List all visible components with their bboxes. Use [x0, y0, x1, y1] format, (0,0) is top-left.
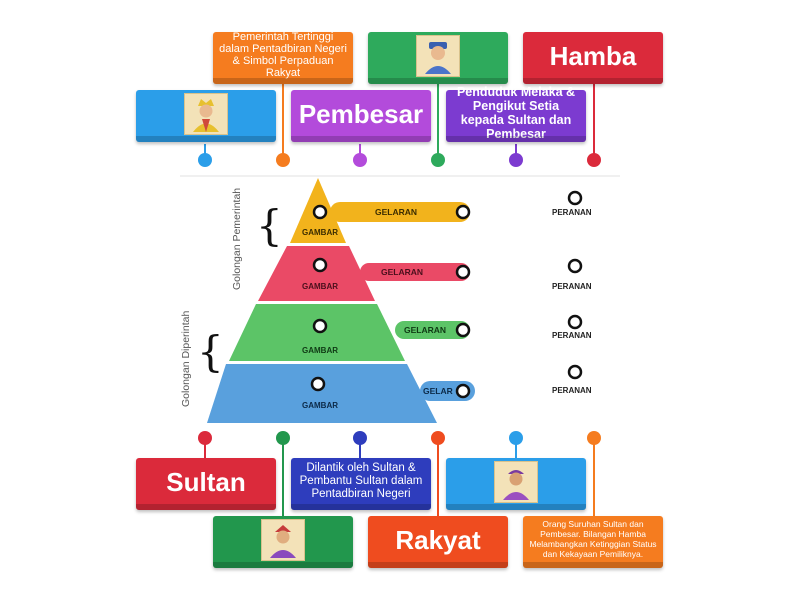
tile-pemerintah-tertinggi[interactable]: Pemerintah Tertinggi dalam Pentadbiran N… [213, 31, 353, 84]
pin-dot[interactable] [276, 153, 290, 167]
drop-target-gambar-1[interactable] [312, 204, 328, 220]
gambar-label-4: GAMBAR [302, 401, 338, 410]
pin-stem [515, 440, 517, 458]
drop-target-gambar-3[interactable] [312, 318, 328, 334]
pin-stem [282, 84, 284, 158]
pin-stem [204, 144, 206, 158]
gambar-label-1: GAMBAR [302, 228, 338, 237]
rakyat-portrait-icon [494, 461, 538, 503]
tile-orang-suruhan[interactable]: Orang Suruhan Sultan dan Pembesar. Bilan… [523, 516, 663, 568]
pin-dot[interactable] [509, 153, 523, 167]
peranan-label-1: PERANAN [552, 208, 592, 217]
sultan-portrait-icon [184, 93, 228, 135]
gelaran-label-3: GELARAN [404, 325, 446, 335]
tile-text: Dilantik oleh Sultan & Pembantu Sultan d… [299, 461, 423, 500]
tile-pembesar[interactable]: Pembesar [291, 90, 431, 142]
tile-text: Hamba [549, 40, 637, 71]
tile-text: Sultan [166, 466, 246, 497]
pyramid-tier-2 [258, 246, 375, 301]
tile-text: Pemerintah Tertinggi dalam Pentadbiran N… [219, 31, 347, 79]
gelaran-bar-2 [360, 263, 470, 281]
pin-stem [282, 440, 284, 516]
tile-image-hamba[interactable] [213, 516, 353, 568]
peranan-label-4: PERANAN [552, 386, 592, 395]
drop-target-peranan-1[interactable] [567, 190, 583, 206]
pin-stem [359, 440, 361, 458]
label-golongan-pemerintah: Golongan Pemerintah [231, 188, 243, 290]
pin-stem [515, 144, 517, 158]
gelaran-label-1: GELARAN [375, 207, 417, 217]
brace-diperintah: { [197, 327, 224, 376]
drop-target-gelaran-2[interactable] [455, 264, 471, 280]
peranan-label-2: PERANAN [552, 282, 592, 291]
drop-target-gelaran-3[interactable] [455, 322, 471, 338]
gelaran-label-4: GELAR [423, 386, 453, 396]
gelaran-label-2: GELARAN [381, 267, 423, 277]
gelaran-bar-3 [395, 321, 470, 339]
tile-sultan[interactable]: Sultan [136, 458, 276, 510]
gelaran-bar-1 [330, 202, 470, 222]
pin-dot[interactable] [198, 431, 212, 445]
pin-stem [437, 440, 439, 516]
pin-dot[interactable] [509, 431, 523, 445]
pin-dot[interactable] [587, 153, 601, 167]
drop-target-peranan-3[interactable] [567, 314, 583, 330]
pin-stem [437, 84, 439, 158]
tile-image-sultan[interactable] [136, 90, 276, 142]
tile-text: Pembesar [298, 98, 424, 129]
drop-target-peranan-2[interactable] [567, 258, 583, 274]
pembesar-portrait-icon [416, 35, 460, 77]
tile-hamba[interactable]: Hamba [523, 32, 663, 84]
pin-stem [359, 144, 361, 158]
tile-text: Rakyat [395, 524, 481, 555]
pin-dot[interactable] [353, 431, 367, 445]
pin-dot[interactable] [431, 153, 445, 167]
pin-dot[interactable] [198, 153, 212, 167]
tile-rakyat[interactable]: Rakyat [368, 516, 508, 568]
brace-pemerintah: { [256, 201, 283, 250]
pin-dot[interactable] [353, 153, 367, 167]
drop-target-gambar-2[interactable] [312, 257, 328, 273]
tile-image-rakyat[interactable] [446, 458, 586, 510]
drop-target-gambar-4[interactable] [310, 376, 326, 392]
tile-text: Penduduk Melaka & Pengikut Setia kepada … [456, 85, 576, 141]
label-golongan-diperintah: Golongan Diperintah [180, 311, 192, 407]
tile-image-pembesar[interactable] [368, 32, 508, 84]
tile-text: Orang Suruhan Sultan dan Pembesar. Bilan… [529, 519, 657, 559]
pin-dot[interactable] [276, 431, 290, 445]
drop-target-peranan-4[interactable] [567, 364, 583, 380]
hamba-portrait-icon [261, 519, 305, 561]
drop-target-gelaran-4[interactable] [455, 383, 471, 399]
pin-dot[interactable] [431, 431, 445, 445]
tile-penduduk-melaka[interactable]: Penduduk Melaka & Pengikut Setia kepada … [446, 85, 586, 142]
pin-dot[interactable] [587, 431, 601, 445]
pyramid-tier-4 [207, 364, 437, 423]
peranan-label-3: PERANAN [552, 331, 592, 340]
drop-target-gelaran-1[interactable] [455, 204, 471, 220]
gambar-label-3: GAMBAR [302, 346, 338, 355]
pin-stem [593, 84, 595, 158]
pin-stem [204, 440, 206, 458]
gambar-label-2: GAMBAR [302, 282, 338, 291]
tile-dilantik[interactable]: Dilantik oleh Sultan & Pembantu Sultan d… [291, 458, 431, 510]
pin-stem [593, 440, 595, 516]
